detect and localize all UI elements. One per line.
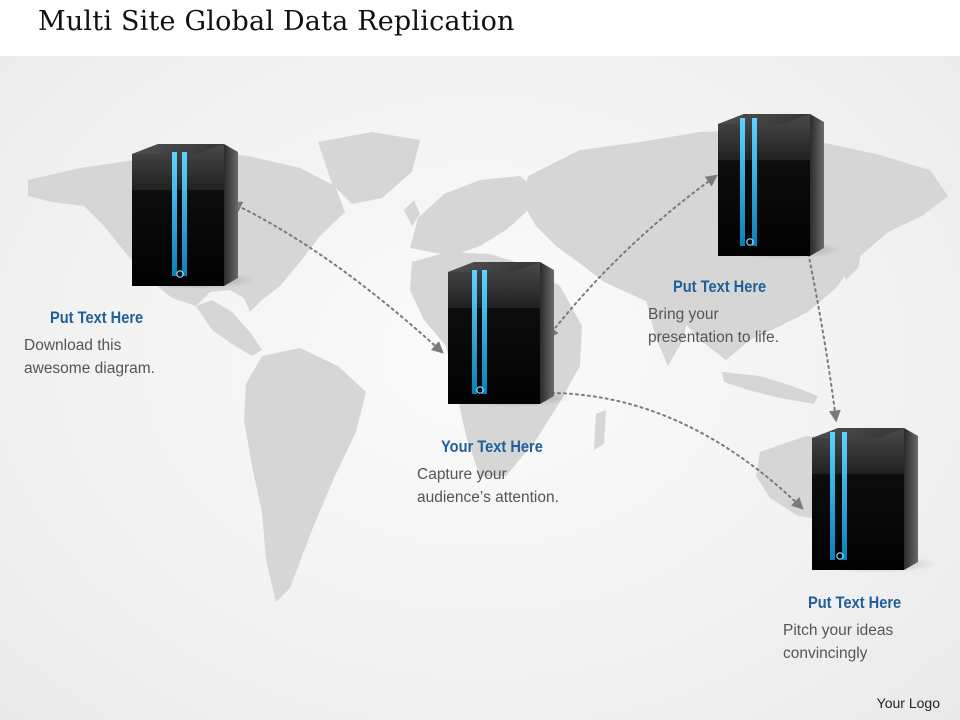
page-title: Multi Site Global Data Replication: [38, 6, 515, 37]
node-heading: Your Text Here: [441, 437, 543, 456]
replication-arrow: [546, 174, 718, 339]
server-tower-icon: [812, 428, 936, 573]
replication-arrow: [537, 386, 804, 510]
node-description-line: Pitch your ideas: [783, 622, 894, 639]
node-heading: Put Text Here: [808, 593, 902, 612]
node-description-line: awesome diagram.: [24, 360, 155, 377]
node-description: Pitch your ideas convincingly: [783, 619, 893, 665]
replication-arrow: [229, 201, 444, 354]
server-tower-icon: [132, 144, 256, 289]
node-heading: Put Text Here: [50, 308, 144, 327]
node-description: Capture your audience’s attention.: [417, 463, 559, 509]
node-description-line: presentation to life.: [648, 329, 779, 346]
node-description-line: Capture your: [417, 466, 507, 483]
replication-arrow: [802, 239, 841, 423]
node-description-line: Bring your: [648, 306, 719, 323]
node-description: Bring your presentation to life.: [648, 303, 779, 349]
node-description-line: convincingly: [783, 645, 868, 662]
logo-placeholder: Your Logo: [876, 695, 940, 711]
node-description-line: Download this: [24, 337, 122, 354]
node-heading: Put Text Here: [673, 277, 767, 296]
server-tower-icon: [718, 114, 842, 259]
server-tower-icon: [448, 262, 572, 407]
node-description-line: audience’s attention.: [417, 489, 559, 506]
title-bar: Multi Site Global Data Replication: [0, 0, 960, 56]
node-description: Download this awesome diagram.: [24, 334, 155, 380]
